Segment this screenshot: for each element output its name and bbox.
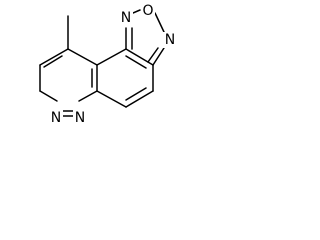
bond-ring-a-6	[67, 48, 98, 66]
bond-ring-b-2	[125, 48, 154, 66]
bond-ring-a-1	[39, 48, 69, 66]
atom-labels: N O N N N	[49, 3, 177, 126]
bond-ring-a-3	[39, 90, 58, 102]
bond-ring-b-1	[96, 48, 127, 66]
atom-nitrogen-right-label: N	[165, 32, 175, 48]
atom-nitrogen-lower-1-label: N	[51, 110, 61, 126]
bonds	[39, 9, 165, 117]
bond-ring-b-4	[125, 90, 154, 108]
bond-ring-a-1-inner	[43, 55, 63, 68]
chemical-structure-diagram: N O N N N	[39, 3, 177, 126]
bond-oxadiazole-4	[152, 47, 165, 66]
atom-nitrogen-top-label: N	[121, 10, 131, 26]
bond-ring-a-4	[78, 90, 98, 102]
atom-oxygen-label: O	[142, 3, 153, 19]
atom-nitrogen-lower-2-label: N	[75, 110, 85, 126]
bond-oxadiazole-3	[154, 12, 165, 33]
bond-oxadiazole-4-inner	[147, 47, 159, 63]
bond-ring-b-5	[96, 90, 127, 108]
bond-ring-b-2-inner	[125, 55, 147, 69]
bond-ring-b-4-inner	[125, 87, 147, 101]
